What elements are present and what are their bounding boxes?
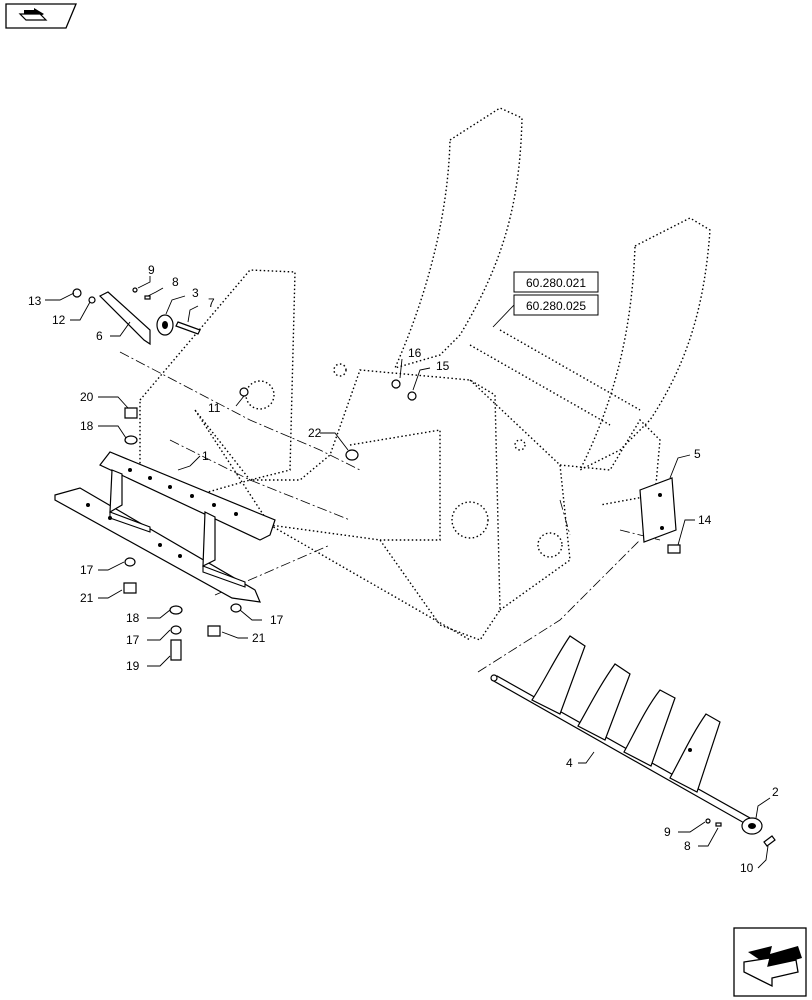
callout-9: 9 [148,263,155,277]
part-10-bolt[interactable] [763,835,776,847]
part-11-bolt[interactable] [239,387,249,397]
callout-9-shaft: 9 [664,825,671,839]
part-12-washer[interactable] [88,296,96,304]
part-22-bushing[interactable] [345,449,359,461]
next-page-arrow-icon[interactable] [733,927,807,997]
callout-19: 19 [126,659,140,673]
callout-3: 3 [192,286,199,300]
reference-label-2: 60.280.025 [526,299,586,313]
part-6-bracket[interactable] [98,291,151,346]
leader-lines [45,276,771,869]
callout-13: 13 [28,294,42,308]
part-17-washer-left[interactable] [124,557,136,567]
part-1-bracket[interactable] [54,451,276,603]
part-17-washer-right[interactable] [230,603,242,613]
callout-11: 11 [208,401,221,415]
part-14-bolt[interactable] [667,544,681,554]
reference-leader [492,304,515,328]
part-4-shaft[interactable] [490,635,751,825]
part-2-bearing[interactable] [741,817,763,835]
callout-17-left: 17 [80,563,94,577]
part-20-bolt[interactable] [124,407,138,419]
callouts: 13 12 9 8 3 7 6 20 18 1 11 16 15 22 5 14… [28,263,779,875]
part-5-plate[interactable] [639,477,677,543]
callout-8-shaft: 8 [684,839,691,853]
part-21-nut-left[interactable] [123,582,137,594]
part-15-washer[interactable] [407,391,417,401]
part-17-washer-bottom[interactable] [170,625,182,635]
callout-16: 16 [408,346,422,360]
part-13-nut[interactable] [72,288,82,298]
part-16-nut[interactable] [391,379,401,389]
reference-box-1[interactable]: 60.280.021 [513,271,599,293]
callout-2: 2 [772,785,779,799]
part-18-washer-top[interactable] [124,435,138,445]
callout-8: 8 [172,275,179,289]
callout-5: 5 [694,447,701,461]
reference-label-1: 60.280.021 [526,276,586,290]
part-9-pin-shaft[interactable] [705,818,711,824]
callout-18: 18 [80,419,94,433]
part-21-nut-right[interactable] [207,625,221,637]
callout-17-right: 17 [270,613,284,627]
reference-box-2[interactable]: 60.280.025 [513,294,599,316]
callout-20: 20 [80,390,94,404]
callout-15: 15 [436,359,450,373]
callout-1: 1 [202,449,209,463]
part-18-washer-bottom[interactable] [169,605,183,615]
callout-22: 22 [308,426,322,440]
part-3-bearing[interactable] [156,314,174,336]
part-8-key-shaft[interactable] [715,822,722,827]
callout-21-right: 21 [252,631,266,645]
callout-18-bottom: 18 [126,611,140,625]
part-19-bolt[interactable] [170,639,182,661]
callout-12: 12 [52,313,66,327]
callout-6: 6 [96,329,103,343]
frame-assembly [139,107,711,641]
part-8-key[interactable] [144,295,151,300]
part-9-pin[interactable] [132,287,138,293]
callout-4: 4 [566,756,573,770]
callout-21-left: 21 [80,591,94,605]
part-7-bolt[interactable] [175,321,201,335]
callout-14: 14 [698,513,712,527]
callout-7: 7 [208,296,215,310]
callout-10: 10 [740,861,754,875]
callout-17-bottom: 17 [126,633,140,647]
drawing-view-icon[interactable] [5,3,77,29]
